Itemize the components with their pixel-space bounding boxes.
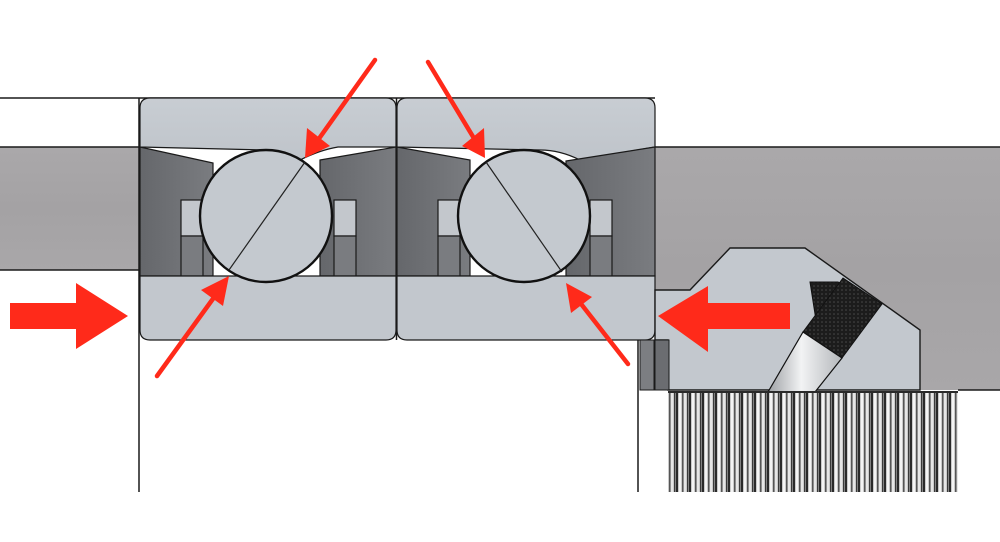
contact-arrow-top-left-icon bbox=[305, 128, 330, 158]
threaded-section bbox=[668, 392, 958, 492]
contact-angle-line-right bbox=[485, 161, 563, 273]
left-housing bbox=[0, 146, 140, 271]
contact-arrows bbox=[154, 57, 631, 379]
contact-arrow-top-right-icon bbox=[462, 128, 485, 158]
contact-angle-line-left bbox=[228, 161, 306, 271]
contact-arrow-bottom-right-icon bbox=[566, 283, 592, 313]
bearing-left bbox=[139, 97, 397, 341]
ball-left bbox=[198, 148, 334, 284]
axial-load-arrow-left-icon bbox=[10, 283, 128, 349]
contact-arrow-bottom-left-icon bbox=[201, 276, 229, 306]
spacer-ring bbox=[639, 339, 670, 391]
inner-ring-left bbox=[139, 275, 397, 341]
inner-ring-right bbox=[396, 275, 656, 341]
bearing-right bbox=[396, 97, 656, 341]
axial-load-arrow-right-icon bbox=[658, 286, 790, 352]
arrows bbox=[10, 283, 790, 352]
set-screw bbox=[766, 277, 883, 393]
outer-ring-left bbox=[139, 97, 397, 161]
